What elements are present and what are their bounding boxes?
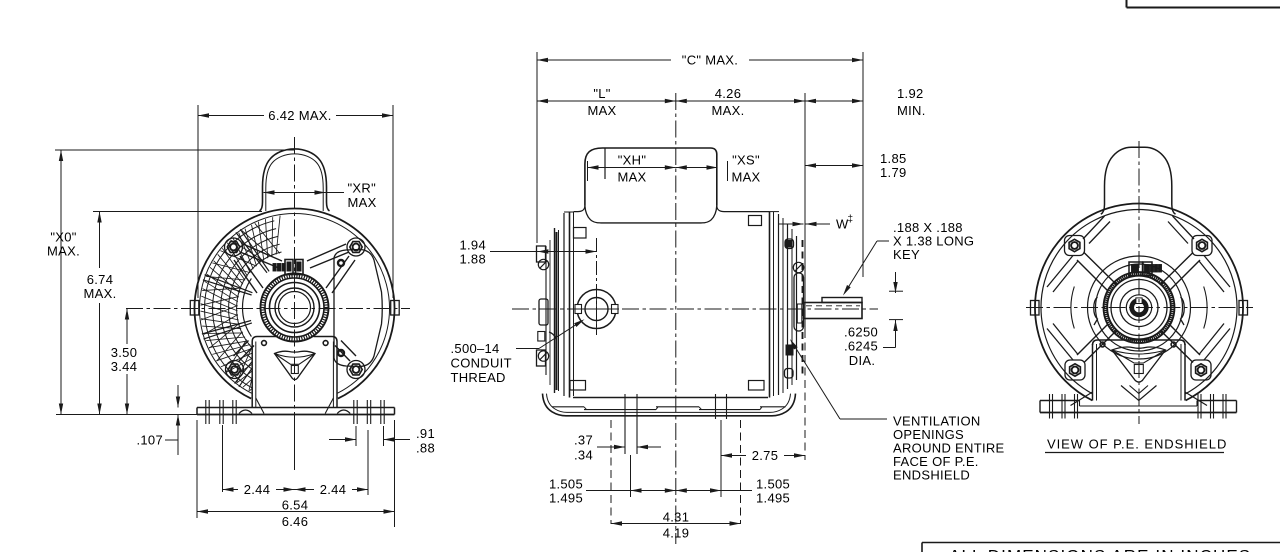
svg-text:1.79: 1.79 xyxy=(880,165,907,180)
svg-text:3.50: 3.50 xyxy=(111,345,138,360)
svg-text:.88: .88 xyxy=(416,441,435,456)
svg-text:2.44: 2.44 xyxy=(320,482,347,497)
svg-text:.6250: .6250 xyxy=(844,325,878,340)
svg-text:"C" MAX.: "C" MAX. xyxy=(682,53,738,68)
svg-text:VENTILATION: VENTILATION xyxy=(893,414,981,429)
svg-text:.37: .37 xyxy=(574,433,593,448)
svg-text:6.46: 6.46 xyxy=(282,514,309,529)
svg-text:X 1.38 LONG: X 1.38 LONG xyxy=(893,234,974,249)
svg-text:"X0": "X0" xyxy=(50,230,76,245)
svg-text:DIA.: DIA. xyxy=(849,353,875,368)
svg-text:MAX.: MAX. xyxy=(84,286,117,301)
svg-text:THREAD: THREAD xyxy=(451,370,506,385)
svg-text:MAX: MAX xyxy=(348,195,377,210)
svg-text:KEY: KEY xyxy=(893,247,920,262)
svg-text:MAX: MAX xyxy=(617,170,646,185)
svg-text:1.505: 1.505 xyxy=(756,477,790,492)
svg-text:AROUND ENTIRE: AROUND ENTIRE xyxy=(893,441,1005,456)
svg-text:.188 X .188: .188 X .188 xyxy=(893,220,963,235)
svg-text:1.505: 1.505 xyxy=(549,477,583,492)
svg-text:VIEW OF P.E. ENDSHIELD: VIEW OF P.E. ENDSHIELD xyxy=(1047,437,1227,452)
svg-text:"XS": "XS" xyxy=(732,153,760,168)
svg-text:"XH": "XH" xyxy=(618,153,647,168)
svg-text:ENDSHIELD: ENDSHIELD xyxy=(893,468,970,483)
svg-text:.6245: .6245 xyxy=(844,339,878,354)
svg-text:6.74: 6.74 xyxy=(87,272,114,287)
svg-text:"XR": "XR" xyxy=(348,181,377,196)
svg-text:4.31: 4.31 xyxy=(663,510,690,525)
svg-text:FACE OF P.E.: FACE OF P.E. xyxy=(893,454,979,469)
svg-text:2.44: 2.44 xyxy=(244,482,271,497)
svg-text:1.92: 1.92 xyxy=(897,86,924,101)
svg-text:6.54: 6.54 xyxy=(282,498,309,513)
svg-text:MAX: MAX xyxy=(587,103,616,118)
svg-text:.34: .34 xyxy=(574,448,593,463)
svg-text:OPENINGS: OPENINGS xyxy=(893,427,964,442)
svg-text:1.495: 1.495 xyxy=(549,491,583,506)
svg-text:.500–14: .500–14 xyxy=(451,341,500,356)
svg-text:MAX.: MAX. xyxy=(712,103,745,118)
svg-text:MAX: MAX xyxy=(731,170,760,185)
svg-text:CONDUIT: CONDUIT xyxy=(451,356,512,371)
svg-text:4.19: 4.19 xyxy=(663,526,690,541)
svg-text:ALL DIMENSIONS ARE IN INCH: ALL DIMENSIONS ARE IN INCHES xyxy=(949,547,1251,552)
svg-text:1.88: 1.88 xyxy=(459,252,486,267)
svg-text:1.495: 1.495 xyxy=(756,491,790,506)
svg-text:6.42 MAX.: 6.42 MAX. xyxy=(268,108,331,123)
svg-text:MAX.: MAX. xyxy=(47,244,80,259)
svg-text:MIN.: MIN. xyxy=(897,103,926,118)
svg-text:1.85: 1.85 xyxy=(880,151,907,166)
svg-text:1.94: 1.94 xyxy=(459,238,486,253)
svg-text:3.44: 3.44 xyxy=(111,359,138,374)
svg-text:4.26: 4.26 xyxy=(715,86,742,101)
svg-text:.107: .107 xyxy=(136,433,163,448)
svg-text:"L": "L" xyxy=(593,86,610,101)
svg-text:‡: ‡ xyxy=(848,214,854,225)
svg-text:2.75: 2.75 xyxy=(752,448,779,463)
svg-text:W: W xyxy=(836,217,849,232)
svg-text:.91: .91 xyxy=(416,426,435,441)
